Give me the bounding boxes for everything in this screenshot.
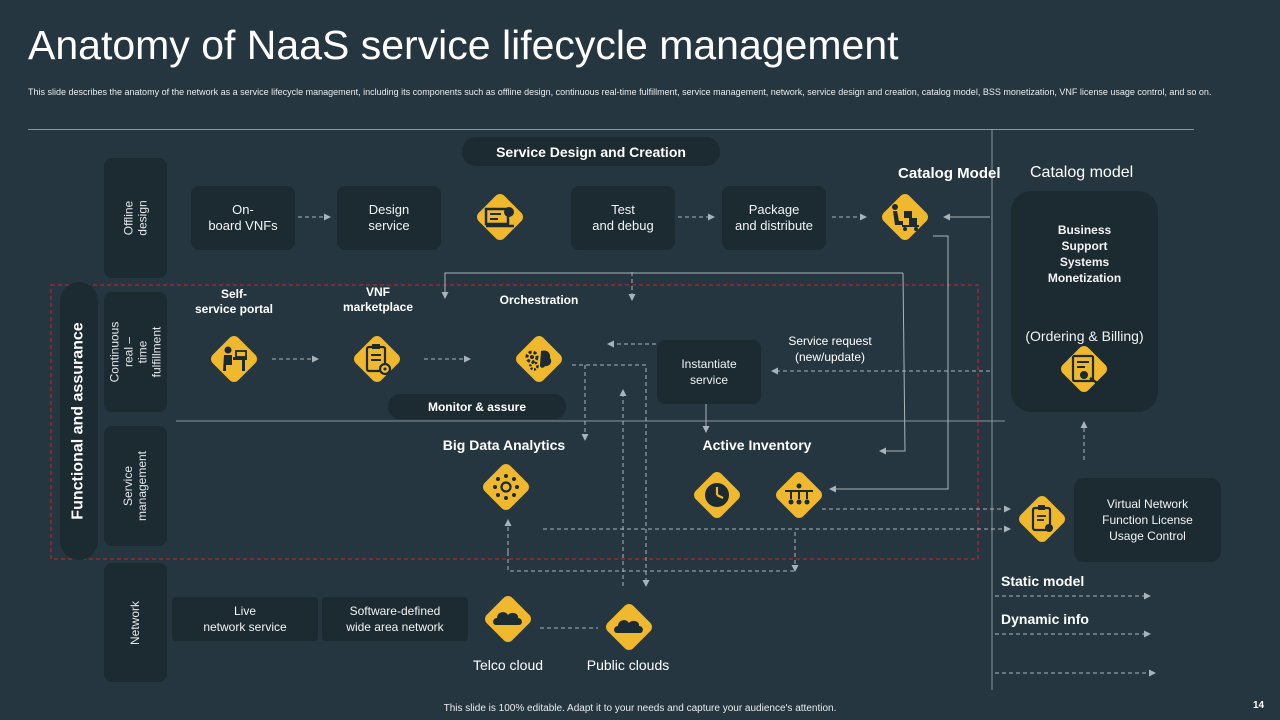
orchestration-label: Orchestration xyxy=(499,293,579,307)
service-request-label: Service request (new/update) xyxy=(788,334,872,364)
license-clipboard-icon xyxy=(1019,496,1065,542)
arrow-orch-loop-inventory xyxy=(879,272,906,455)
telco-cloud-icon xyxy=(485,596,531,642)
active-inventory-label: Active Inventory xyxy=(702,437,812,453)
sdwan-box: Software-defined wide area network xyxy=(322,597,468,641)
live-network-box: Live network service xyxy=(172,597,318,641)
forklift-boxes-icon xyxy=(882,194,928,240)
static-model-label: Static model xyxy=(1001,573,1085,589)
monitor-assure-pill: Monitor & assure xyxy=(388,394,566,419)
row-service-management: Service management xyxy=(104,426,167,546)
clock-icon xyxy=(694,472,740,518)
functional-frame xyxy=(50,284,979,560)
instantiate-service-box: Instantiate service xyxy=(657,340,761,404)
functional-assurance-label: Functional and assurance xyxy=(60,282,98,560)
analytics-hub-icon xyxy=(483,464,529,510)
big-data-label: Big Data Analytics xyxy=(442,437,566,453)
clipboard-gear-icon xyxy=(354,336,400,382)
footer-note: This slide is 100% editable. Adapt it to… xyxy=(443,703,837,714)
onboard-vnfs-box: On- board VNFs xyxy=(191,186,295,250)
blueprint-icon xyxy=(477,194,523,240)
public-clouds-icon xyxy=(606,604,652,650)
telco-cloud-label: Telco cloud xyxy=(472,657,544,673)
gears-brain-icon xyxy=(516,336,562,382)
person-at-desk-icon xyxy=(211,336,257,382)
row-network: Network xyxy=(104,563,167,682)
arrow-orch-down-public xyxy=(572,364,650,587)
vnf-license-box: Virtual Network Function License Usage C… xyxy=(1074,478,1221,562)
billing-document-icon xyxy=(1061,346,1107,392)
bss-subtitle: (Ordering & Billing) xyxy=(1025,328,1144,344)
page-title: Anatomy of NaaS service lifecycle manage… xyxy=(28,22,899,68)
network-flow-icon xyxy=(776,472,822,518)
public-clouds-label: Public clouds xyxy=(586,657,670,673)
row-offline-design: Offline design xyxy=(104,158,167,278)
package-distribute-box: Package and distribute xyxy=(722,186,826,250)
service-design-header: Service Design and Creation xyxy=(462,137,720,166)
page-number: 14 xyxy=(1253,700,1265,711)
design-service-box: Design service xyxy=(337,186,441,250)
arrow-catalog-inventory xyxy=(829,235,949,493)
header-divider xyxy=(28,129,1194,130)
test-debug-box: Test and debug xyxy=(571,186,675,250)
dashed-bigdata-loop xyxy=(507,552,795,572)
page-subtitle: This slide describes the anatomy of the … xyxy=(28,87,1212,97)
vnf-marketplace-label: VNF marketplace xyxy=(342,285,414,314)
row-continuous-fulfillment: Continuous real – time fulfillment xyxy=(104,292,167,412)
arrow-catalog-loop xyxy=(441,272,903,299)
bss-title: Business Support Systems Monetization xyxy=(1047,223,1122,285)
dynamic-info-label: Dynamic info xyxy=(1001,611,1089,627)
self-service-portal-label: Self- service portal xyxy=(194,287,274,316)
catalog-model-label: Catalog model xyxy=(1030,164,1134,181)
catalog-model-bold: Catalog Model xyxy=(898,165,1001,182)
